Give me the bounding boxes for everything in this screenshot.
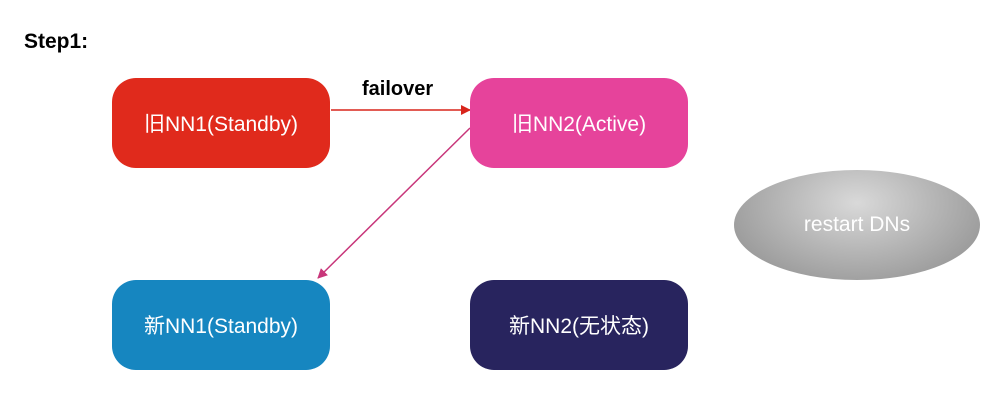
failover-label: failover [362,78,434,100]
node-new-nn2-stateless: 新NN2(无状态) [470,280,688,370]
restart-dns-label: restart DNs [803,213,911,236]
node-old-nn2-label: 旧NN2(Active) [511,113,647,136]
node-new-nn1-label: 新NN1(Standby) [143,315,299,338]
old-nn2-to-new-nn1-arrow [317,127,471,279]
step-title: Step1: [24,30,89,53]
node-old-nn2-active: 旧NN2(Active) [470,78,688,168]
restart-dns-ellipse: restart DNs [734,170,980,280]
node-new-nn1-standby: 新NN1(Standby) [112,280,330,370]
node-old-nn1-standby: 旧NN1(Standby) [112,78,330,168]
node-old-nn1-label: 旧NN1(Standby) [143,113,299,136]
node-new-nn2-label: 新NN2(无状态) [509,315,649,338]
